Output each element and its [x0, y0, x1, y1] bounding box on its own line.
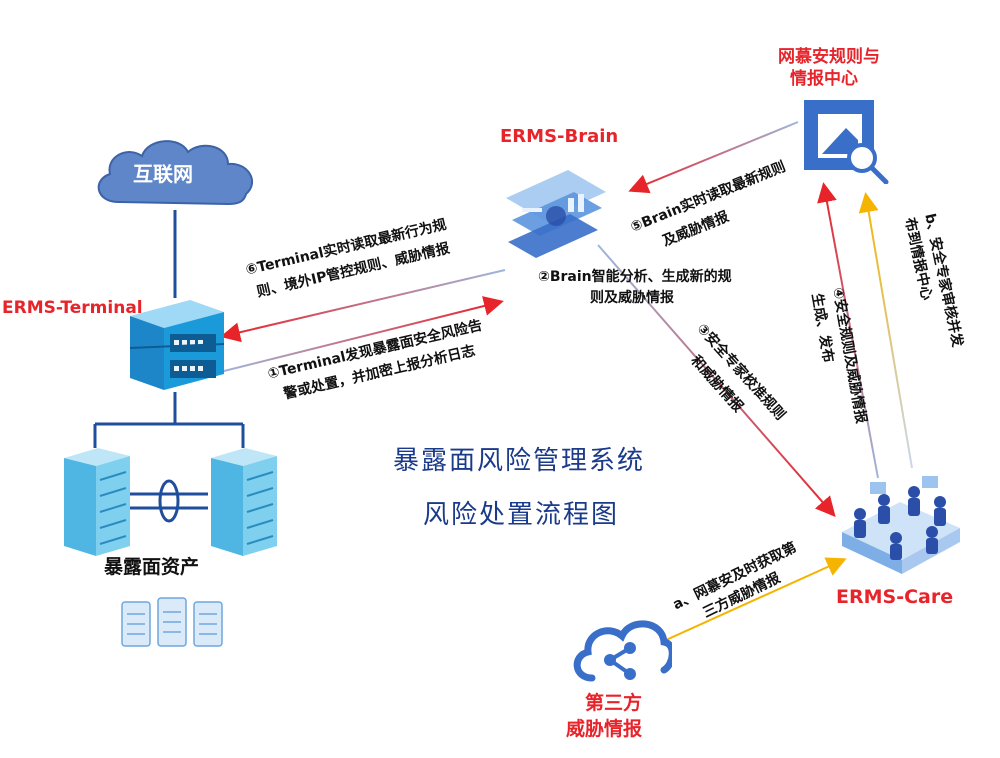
- arrow-step5: [628, 121, 799, 194]
- terminal-label: ERMS-Terminal: [2, 298, 143, 318]
- assets-label: 暴露面资产: [104, 556, 200, 578]
- cloud-icon: [97, 140, 253, 206]
- intel-center-label-line1: 网慕安规则与: [778, 47, 880, 67]
- arrow-step6: [220, 269, 506, 343]
- third-party-label-line2: 威胁情报: [566, 718, 643, 740]
- expert-team-icon: [842, 476, 960, 574]
- cloud-share-icon: [573, 620, 672, 682]
- third-party-label-line1: 第三方: [585, 692, 643, 714]
- step2-label-line1: ②Brain智能分析、生成新的规: [538, 269, 732, 285]
- arrow-step4: [817, 182, 879, 479]
- server-cluster-icon: [121, 597, 223, 647]
- arrow-step-a: [665, 557, 847, 641]
- arrow-step1: [219, 296, 504, 373]
- arrow-step-b: [858, 192, 913, 469]
- step2-label-line2: 则及威胁情报: [590, 290, 674, 306]
- link-bundle-icon: [158, 479, 180, 523]
- server-left-icon: [64, 448, 130, 556]
- intel-center-label-line2: 情报中心: [790, 69, 858, 89]
- server-right-icon: [211, 448, 277, 556]
- care-label: ERMS-Care: [836, 586, 954, 608]
- arrow-step3: [597, 244, 836, 518]
- brain-dashboard-icon: [506, 170, 606, 258]
- diagram-title-line1: 暴露面风险管理系统: [393, 446, 646, 476]
- diagram-title-line2: 风险处置流程图: [423, 500, 620, 530]
- terminal-appliance-icon: [129, 300, 225, 390]
- internet-label: 互联网: [133, 162, 193, 186]
- brain-label: ERMS-Brain: [500, 126, 619, 147]
- intel-center-icon: [804, 100, 889, 184]
